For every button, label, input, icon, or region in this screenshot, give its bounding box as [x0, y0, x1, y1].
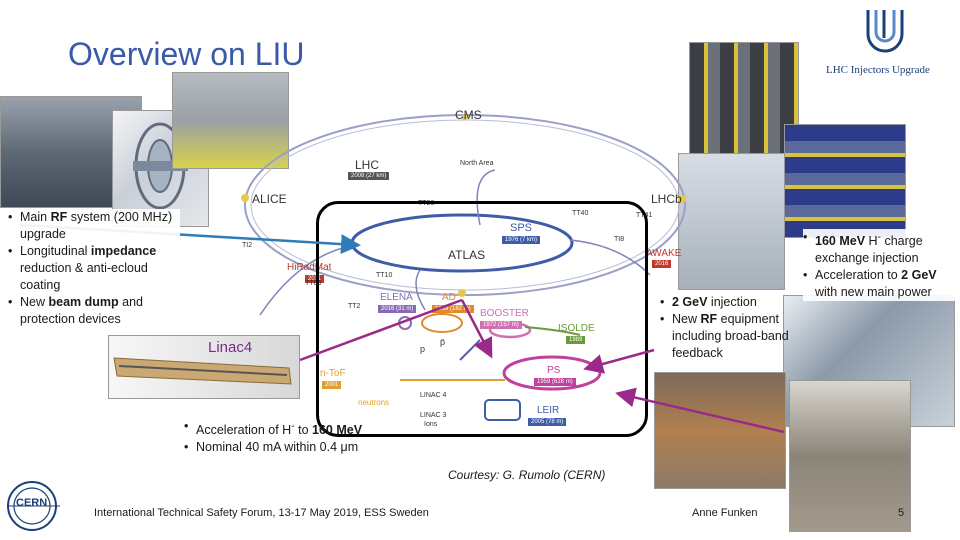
ti8-line [569, 239, 651, 276]
ps-bullet-2: New RF equipment including broad-band fe… [660, 311, 796, 362]
map-label-booster: BOOSTER [480, 308, 529, 319]
map-label-lhcb: LHCb [651, 192, 682, 206]
booster-bullet-2: Acceleration to 2 GeV with new main powe… [803, 267, 957, 301]
linac4-bullet-2: Nominal 40 mA within 0.4 μm [184, 439, 364, 456]
map-label-hiradmat-year: 2011 [305, 275, 324, 283]
map-label-leir-year: 2005 (78 m) [528, 418, 567, 426]
map-label-ps: PS [547, 365, 561, 376]
map-label-sps-year: 1976 (7 km) [502, 236, 541, 244]
isolde-line [524, 326, 581, 336]
map-label-awake-year: 2016 [652, 260, 672, 268]
cms-marker [462, 114, 468, 120]
photo-booster-building [678, 153, 785, 290]
liu-logo-text: LHC Injectors Upgrade [826, 64, 930, 76]
photo-sps-equipment-hall [172, 72, 289, 169]
linac4-bullet-1: Acceleration of H- to 160 MeV [184, 418, 364, 439]
map-label-ad-year: 1999 (182 m) [432, 305, 474, 313]
linac4-bullets: Acceleration of H- to 160 MeV Nominal 40… [184, 418, 364, 456]
cern-logo-icon [7, 481, 60, 531]
map-label-isolde: ISOLDE [558, 323, 595, 334]
map-label-tt10: TT10 [376, 272, 393, 279]
map-label-linac3-ions: Ions [424, 421, 438, 428]
map-label-atlas: ATLAS [448, 248, 486, 262]
atlas-marker [458, 289, 466, 297]
page-number: 5 [898, 507, 905, 519]
map-label-elena: ELENA [380, 292, 413, 303]
map-label-ntof-year: 2001 [322, 381, 342, 389]
map-label-lhc: LHC [355, 158, 380, 172]
map-label-ti2: TI2 [242, 242, 253, 249]
sps-bullet-2: Longitudinal impedance reduction & anti-… [8, 243, 180, 294]
map-label-alice: ALICE [252, 192, 287, 206]
liu-logo-icon [866, 10, 904, 53]
sps-bullets: Main RF system (200 MHz) upgrade Longitu… [8, 209, 180, 328]
photo-linac4 [108, 335, 300, 399]
north-area-line [476, 169, 496, 226]
arrow-booster-callout [615, 387, 785, 434]
sps-bullet-1: Main RF system (200 MHz) upgrade [8, 209, 180, 243]
alice-marker [241, 194, 249, 202]
map-label-neutrons: neutrons [358, 398, 390, 407]
linac4-label: Linac4 [208, 339, 253, 356]
map-label-tt40: TT40 [572, 210, 589, 217]
map-label-north-area: North Area [460, 160, 494, 167]
map-label-booster-year: 1972 (157 m) [480, 321, 522, 329]
map-label-lhc-year: 2008 (27 km) [348, 172, 390, 180]
map-label-ntof: n-ToF [320, 368, 346, 379]
map-label-p: p [420, 344, 426, 354]
cern-logo-text: CERN [16, 497, 48, 509]
map-label-linac4: LINAC 4 [420, 392, 447, 399]
photo-lab-equipment [789, 380, 911, 532]
map-label-pbar: p̄ [440, 337, 446, 347]
arrow-linac4-callout [299, 298, 463, 362]
map-label-tt60: TT60 [305, 280, 322, 287]
map-label-isolde-year: 1989 [566, 336, 586, 344]
map-label-leir: LEIR [537, 405, 560, 416]
map-label-cms: CMS [455, 108, 482, 122]
map-label-ti8: TI8 [614, 236, 625, 243]
map-label-awake: AWAKE [646, 248, 682, 259]
footer-event: International Technical Safety Forum, 13… [94, 507, 429, 519]
map-label-tt2: TT2 [348, 303, 361, 310]
slide-title: Overview on LIU [68, 36, 305, 72]
ad-ring [421, 313, 463, 333]
ps-bullet-1: 2 GeV injection [660, 294, 796, 311]
photo-sps-rf-structure [112, 110, 209, 227]
tt2-line [415, 269, 426, 311]
map-label-elena-year: 2016 (31 m) [378, 305, 417, 313]
booster-bullet-1: 160 MeV H- charge exchange injection [803, 229, 957, 267]
arrow-linac4-segment [460, 299, 493, 359]
leir-ring [484, 399, 521, 421]
arrow-ps-callout [583, 348, 655, 374]
ps-bullets: 2 GeV injection New RF equipment includi… [660, 294, 796, 362]
photo-ps-kicker [654, 372, 786, 489]
map-label-ad: AD [442, 292, 456, 303]
sps-bullet-3: New beam dump and protection devices [8, 294, 180, 328]
linac4-drawing-icon [113, 357, 292, 385]
booster-bullets: 160 MeV H- charge exchange injection Acc… [803, 229, 957, 302]
map-label-ps-year: 1959 (628 m) [534, 378, 576, 386]
courtesy-note: Courtesy: G. Rumolo (CERN) [448, 468, 606, 482]
footer-author: Anne Funken [692, 507, 758, 519]
map-label-hiradmat: HiRadMat [287, 262, 332, 273]
photo-booster-rf-racks [689, 42, 799, 154]
map-label-linac3: LINAC 3 [420, 412, 447, 419]
map-label-sps: SPS [510, 222, 533, 234]
lhcb-marker [678, 195, 686, 203]
injector-highlight-box [316, 201, 648, 437]
